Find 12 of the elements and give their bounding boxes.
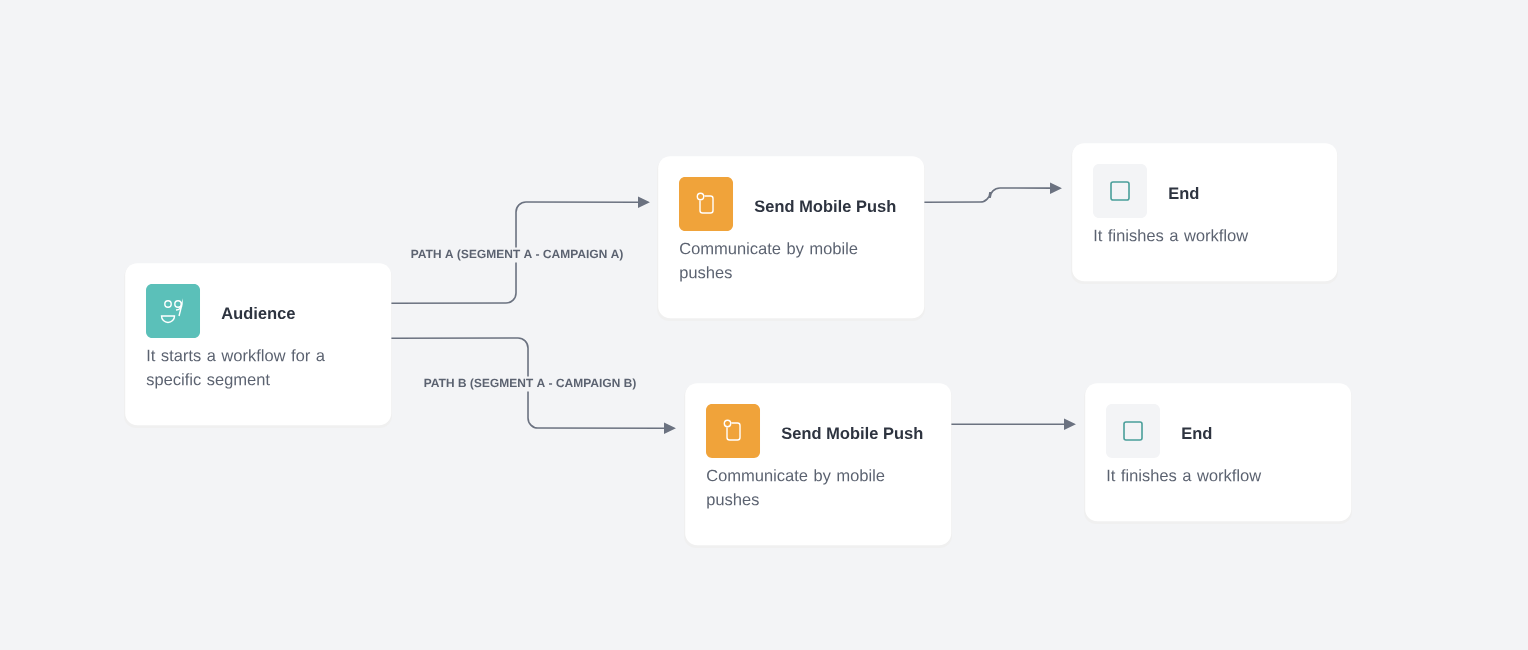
card-description: It finishes a workflow: [1107, 469, 1262, 482]
card-description: Communicate by mobile pushes: [707, 469, 885, 509]
edge-label: PATH B (SEGMENT A - CAMPAIGN B): [421, 376, 639, 392]
card-title: Audience: [221, 306, 295, 320]
card-title: End: [1169, 186, 1199, 200]
card-title: End: [1182, 426, 1212, 440]
card-description: Communicate by mobile pushes: [680, 242, 858, 282]
card-description: It finishes a workflow: [1094, 229, 1249, 242]
card-description: It starts a workflow for a specific segment: [146, 349, 325, 389]
card-title: Send Mobile Push: [754, 199, 896, 213]
card-title: Send Mobile Push: [781, 426, 923, 440]
edge-label: PATH A (SEGMENT A - CAMPAIGN A): [408, 247, 626, 263]
